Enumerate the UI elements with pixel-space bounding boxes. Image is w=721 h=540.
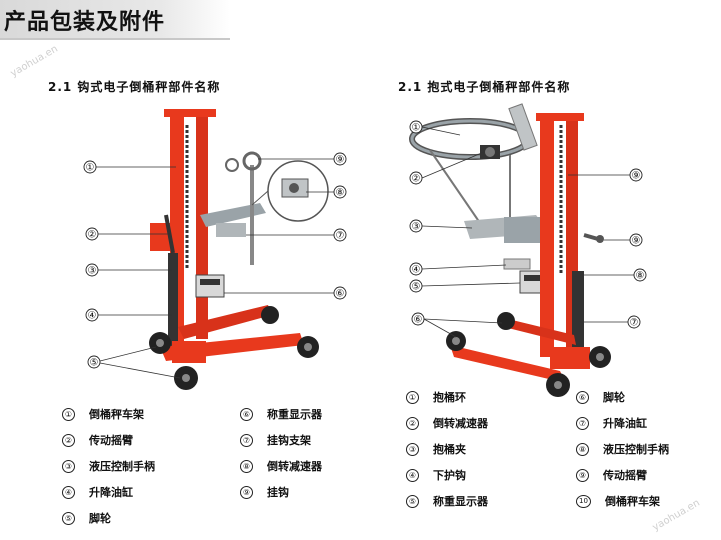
svg-text:⑤: ⑤ (90, 358, 99, 369)
left-diagram: ① ② ③ ④ ⑤ ⑥ ⑦ ⑧ (0, 95, 360, 400)
right-leg-back (500, 317, 576, 345)
header-underline (0, 38, 230, 40)
left-callout-3: ③ (85, 263, 99, 277)
svg-text:⑦: ⑦ (336, 231, 345, 242)
svg-text:⑥: ⑥ (414, 315, 423, 326)
right-section-title: 2.1 抱式电子倒桶秤部件名称 (398, 80, 571, 94)
left-hook-arm (200, 203, 266, 227)
right-callout-6: ⑥ (411, 312, 425, 326)
svg-text:④: ④ (88, 311, 97, 322)
left-callout-6: ⑥ (333, 286, 347, 300)
right-callout-7: ⑦ (627, 315, 641, 329)
hook-drum-scale-illustration: ① ② ③ ④ ⑤ ⑥ ⑦ ⑧ (83, 109, 347, 390)
svg-text:⑨: ⑨ (632, 236, 641, 247)
page-header: 产品包装及附件 (0, 0, 721, 40)
right-leg-front (450, 345, 566, 383)
svg-text:②: ② (412, 174, 421, 185)
svg-text:⑧: ⑧ (636, 271, 645, 282)
left-mast-back (196, 117, 208, 339)
left-handle (168, 253, 178, 353)
svg-text:③: ③ (88, 266, 97, 277)
left-hook-top (242, 151, 262, 171)
right-callout-4: ④ (409, 262, 423, 276)
right-callout-9-upper: ⑨ (629, 168, 643, 182)
left-leg-back (178, 305, 272, 339)
left-base (172, 341, 206, 363)
right-callout-9-lower: ⑨ (629, 233, 643, 247)
right-handle (583, 233, 599, 241)
left-display-screen (200, 279, 220, 285)
right-carriage-plate (504, 217, 544, 243)
svg-text:②: ② (88, 230, 97, 241)
right-callout-5: ⑤ (409, 279, 423, 293)
svg-text:⑨: ⑨ (336, 155, 345, 166)
left-callout-8: ⑧ (333, 185, 347, 199)
left-section-title: 2.1 钩式电子倒桶秤部件名称 (48, 80, 221, 94)
left-callout-9: ⑨ (333, 152, 347, 166)
svg-text:⑨: ⑨ (632, 171, 641, 182)
left-callout-2: ② (85, 227, 99, 241)
right-callout-8: ⑧ (633, 268, 647, 282)
right-callout-3: ③ (409, 219, 423, 233)
left-callout-5: ⑤ (87, 355, 101, 369)
right-ring-plate (508, 103, 538, 151)
left-arm-block (216, 223, 246, 237)
svg-text:③: ③ (412, 222, 421, 233)
svg-text:⑧: ⑧ (336, 188, 345, 199)
clamp-drum-scale-illustration: ① ② ③ ④ ⑤ ⑥ ⑦ ⑧ (409, 103, 647, 397)
watermark-side-left: yaohua.en (8, 43, 60, 80)
left-wheel-3 (261, 306, 279, 324)
right-lower-guard (503, 258, 531, 270)
left-mast-top (164, 109, 216, 117)
right-base (550, 347, 590, 369)
left-detail-gear (289, 183, 299, 193)
svg-text:①: ① (86, 163, 95, 174)
svg-text:④: ④ (412, 265, 421, 276)
svg-text:⑥: ⑥ (336, 289, 345, 300)
right-diagram: ① ② ③ ④ ⑤ ⑥ ⑦ ⑧ (360, 95, 721, 400)
right-callout-2: ② (409, 171, 423, 185)
svg-text:⑤: ⑤ (412, 282, 421, 293)
page-title: 产品包装及附件 (4, 10, 166, 35)
right-wheel-2 (497, 312, 515, 330)
left-callout-7: ⑦ (333, 228, 347, 242)
svg-text:⑦: ⑦ (630, 318, 639, 329)
left-display (195, 274, 225, 298)
left-hook-wheel (225, 158, 239, 172)
right-mast-top (536, 113, 584, 121)
right-cylinder (572, 271, 584, 351)
svg-text:①: ① (412, 123, 421, 134)
left-detail-leader (251, 190, 269, 206)
header-bar (0, 0, 230, 38)
right-callout-1: ① (409, 120, 423, 134)
left-callout-4: ④ (85, 308, 99, 322)
right-mast-front (540, 117, 554, 357)
left-callout-1: ① (83, 160, 97, 174)
